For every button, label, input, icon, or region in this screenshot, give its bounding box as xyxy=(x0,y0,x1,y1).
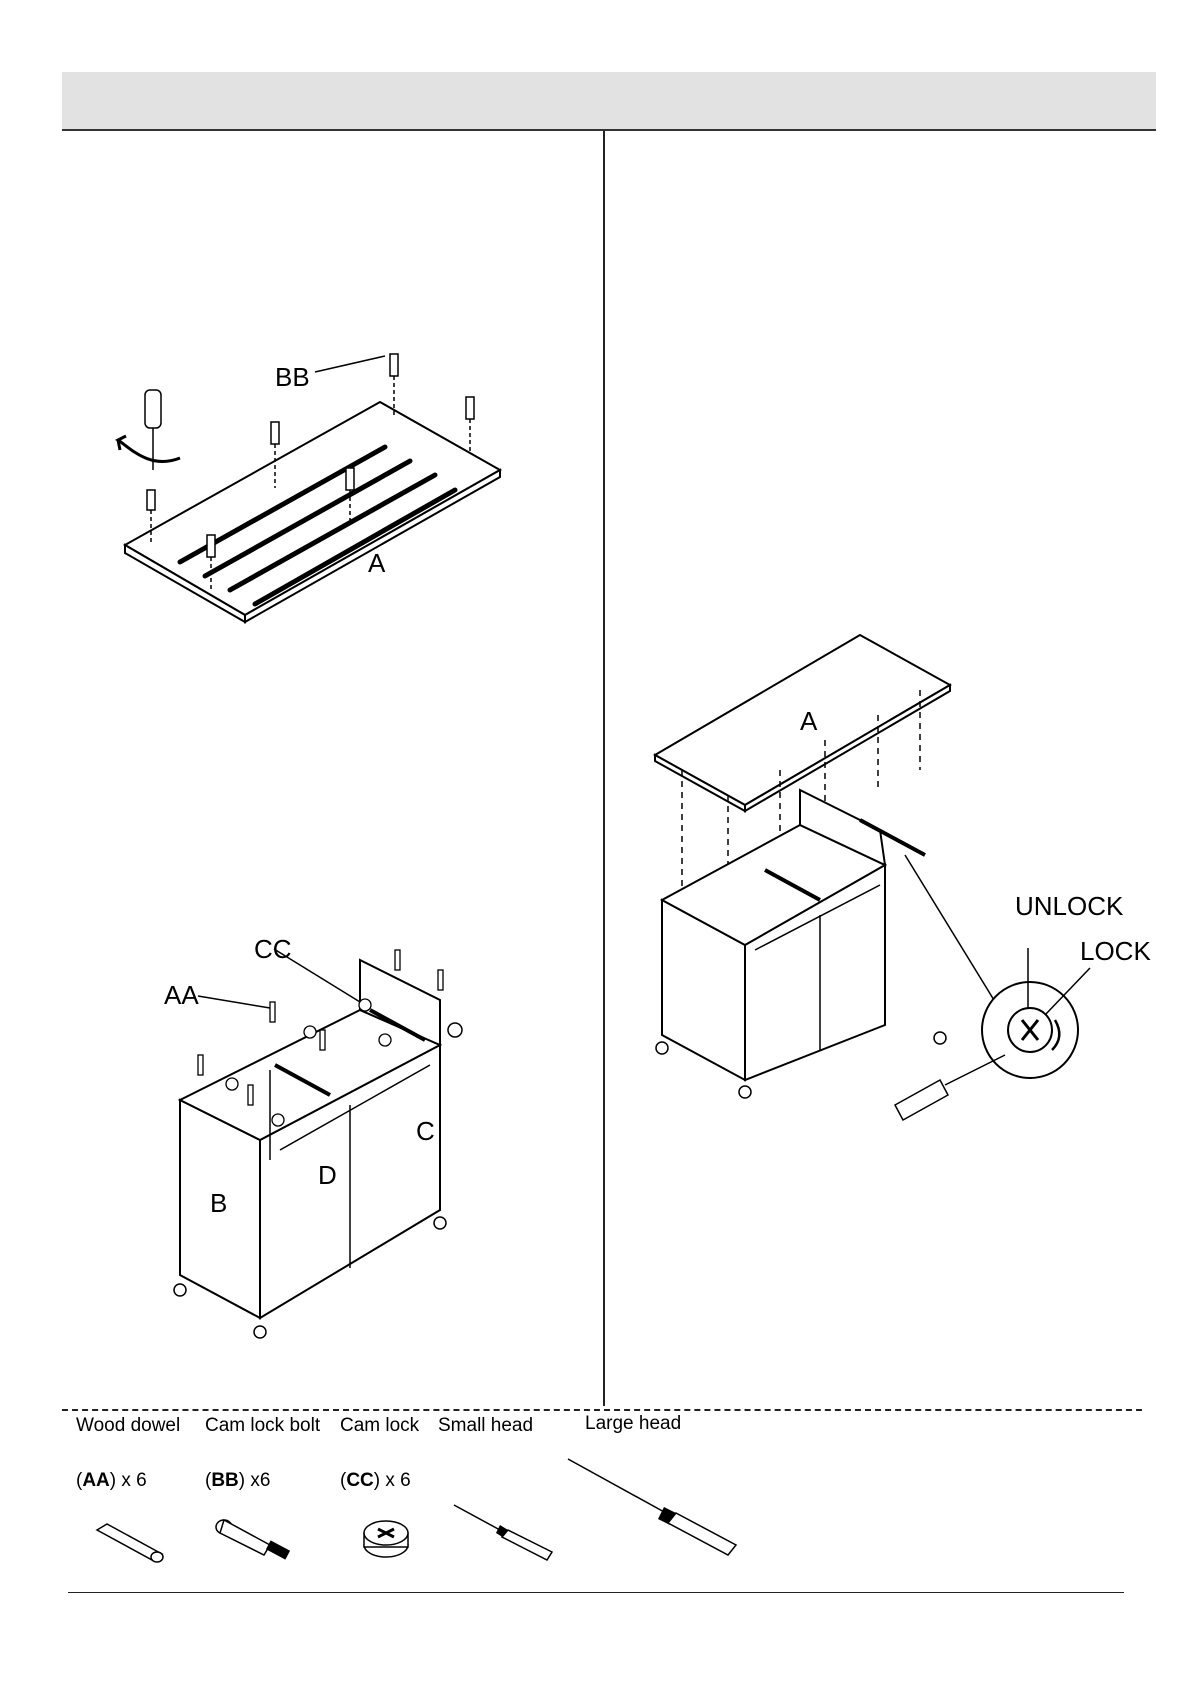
hw-qty-cam-bolt: (BB) x6 xyxy=(205,1470,270,1492)
label-b: B xyxy=(210,1188,227,1218)
label-a-install: A xyxy=(800,706,818,736)
label-lock: LOCK xyxy=(1080,936,1151,966)
footer-rule xyxy=(68,1592,1124,1593)
hw-name-small-head: Small head xyxy=(438,1415,533,1437)
figure-top-install: A UNLOCK LOCK xyxy=(650,630,1150,1160)
label-aa: AA xyxy=(164,980,199,1010)
header-bar xyxy=(62,72,1156,131)
label-bb: BB xyxy=(275,362,310,392)
figure-frame-assembly: AA CC B C D xyxy=(170,930,500,1350)
hw-name-cam-lock: Cam lock xyxy=(340,1415,419,1437)
hw-qty-dowel: (AA) x 6 xyxy=(76,1470,147,1492)
label-cc: CC xyxy=(254,934,292,964)
label-a-top: A xyxy=(368,548,386,578)
hw-name-cam-bolt: Cam lock bolt xyxy=(205,1415,320,1437)
screwdriver-icon xyxy=(895,1055,1005,1120)
cam-lock-icon xyxy=(356,1515,416,1570)
hw-qty-cam-lock: (CC) x 6 xyxy=(340,1470,411,1492)
cam-bolt-icon xyxy=(212,1515,302,1570)
label-d: D xyxy=(318,1160,337,1190)
figure-top-panel-bolts: BB A xyxy=(110,340,510,630)
screwdriver-icon xyxy=(566,1455,746,1555)
label-c: C xyxy=(416,1116,435,1146)
screwdriver-icon xyxy=(452,1500,562,1560)
hw-name-dowel: Wood dowel xyxy=(76,1415,180,1437)
dowel-icon xyxy=(92,1520,172,1570)
hw-name-large-head: Large head xyxy=(585,1413,681,1435)
rotation-arrow-icon xyxy=(118,436,180,462)
label-unlock: UNLOCK xyxy=(1015,891,1124,921)
hardware-divider xyxy=(62,1409,1142,1411)
column-divider xyxy=(603,131,605,1406)
